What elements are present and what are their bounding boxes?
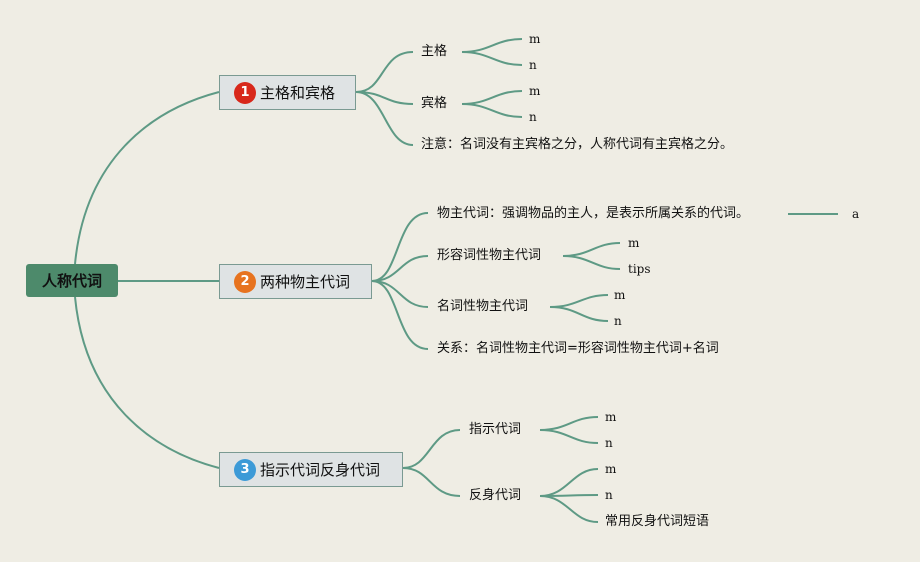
branch-label: 两种物主代词 — [260, 273, 351, 291]
leaf-node[interactable]: m — [628, 236, 640, 250]
leaf-node[interactable]: tips — [628, 262, 651, 276]
connector — [539, 468, 599, 497]
connector — [539, 429, 599, 444]
connector — [74, 91, 220, 265]
connector — [371, 255, 429, 282]
leaf-node[interactable]: m — [605, 462, 617, 476]
connector — [402, 429, 461, 469]
leaf-node[interactable]: 常用反身代词短语 — [605, 514, 710, 529]
leaf-node[interactable]: m — [605, 410, 617, 424]
leaf-node[interactable]: n — [529, 110, 537, 124]
leaf-node[interactable]: m — [529, 32, 541, 46]
branch-node-demonstrative-reflexive[interactable]: 3 指示代词反身代词 — [219, 452, 403, 487]
connector — [355, 51, 414, 93]
branch-label: 指示代词反身代词 — [260, 461, 381, 479]
number-badge-icon: 3 — [234, 458, 256, 481]
connector — [539, 416, 599, 431]
connector — [371, 280, 429, 308]
topic-possessive-definition[interactable]: 物主代词：强调物品的主人，是表示所属关系的代词。 — [437, 206, 750, 221]
topic-objective[interactable]: 宾格 — [421, 96, 448, 111]
branch-node-possessive[interactable]: 2 两种物主代词 — [219, 264, 372, 299]
topic-relation[interactable]: 关系：名词性物主代词=形容词性物主代词+名词 — [437, 341, 719, 356]
leaf-node[interactable]: n — [529, 58, 537, 72]
connector — [355, 91, 414, 146]
topic-nominal-possessive[interactable]: 名词性物主代词 — [437, 299, 529, 314]
root-node[interactable]: 人称代词 — [26, 264, 118, 297]
topic-reflexive[interactable]: 反身代词 — [469, 488, 522, 503]
root-node-label: 人称代词 — [41, 272, 102, 290]
topic-demonstrative[interactable]: 指示代词 — [469, 422, 522, 437]
connector — [539, 494, 599, 497]
topic-nominative[interactable]: 主格 — [421, 44, 448, 59]
branch-label: 主格和宾格 — [260, 84, 336, 102]
branch-node-case[interactable]: 1 主格和宾格 — [219, 75, 356, 110]
connector — [562, 255, 621, 270]
connector — [562, 242, 621, 257]
leaf-node[interactable]: n — [605, 436, 613, 450]
topic-adjectival-possessive[interactable]: 形容词性物主代词 — [437, 248, 542, 263]
connector — [402, 467, 461, 497]
topic-note[interactable]: 注意：名词没有主宾格之分，人称代词有主宾格之分。 — [421, 137, 734, 152]
connector — [371, 280, 429, 350]
connector — [549, 294, 609, 308]
connector — [461, 90, 523, 105]
connector — [371, 212, 429, 282]
connector — [74, 296, 220, 469]
connector — [461, 51, 523, 66]
leaf-node[interactable]: m — [529, 84, 541, 98]
connector — [549, 306, 609, 322]
leaf-node[interactable]: m — [614, 288, 626, 302]
connector — [461, 103, 523, 118]
connector — [461, 38, 523, 53]
leaf-node[interactable]: n — [605, 488, 613, 502]
number-badge-icon: 2 — [234, 270, 256, 293]
connector — [539, 495, 599, 523]
number-badge-icon: 1 — [234, 81, 256, 104]
leaf-node[interactable]: a — [852, 207, 860, 221]
leaf-node[interactable]: n — [614, 314, 622, 328]
